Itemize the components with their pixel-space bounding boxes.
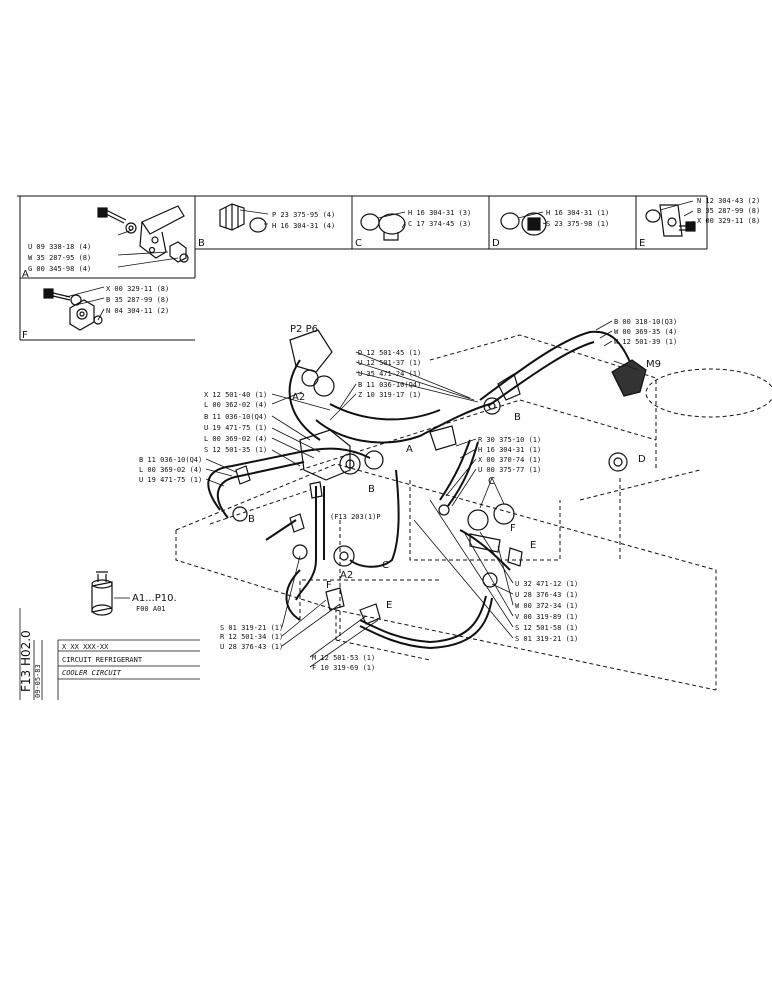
marker-c-right: C bbox=[488, 476, 495, 487]
marker-a2-bottom: A2 bbox=[340, 570, 353, 581]
box-a-part-1: U 09 338-18 (4) bbox=[28, 243, 91, 251]
box-e-part-3: X 00 329-11 (8) bbox=[697, 217, 760, 225]
box-f-flange-illustration bbox=[43, 288, 103, 331]
hose-lines bbox=[207, 330, 631, 650]
callout-center-right-4: U 00 375-77 (1) bbox=[478, 466, 541, 474]
callout-bottom-left-3: U 28 376-43 (1) bbox=[220, 643, 283, 651]
callout-left-middle-2: L 00 369-02 (4) bbox=[139, 466, 202, 474]
callout-top-right-3: W 12 501-39 (1) bbox=[614, 338, 677, 346]
box-c-letter: C bbox=[355, 238, 362, 249]
callout-top-center-2: U 12 501-37 (1) bbox=[358, 359, 421, 367]
callout-top-right-2: W 00 369-35 (4) bbox=[614, 328, 677, 336]
box-a-letter: A bbox=[22, 269, 29, 280]
box-d-part-2: S 23 375-98 (1) bbox=[546, 220, 609, 228]
marker-b-left: B bbox=[248, 514, 255, 525]
callout-top-center-4: B 11 036-10(Q4) bbox=[358, 381, 421, 389]
box-b-part-1: P 23 375-95 (4) bbox=[272, 211, 335, 219]
marker-b-upper-right: B bbox=[514, 412, 521, 423]
parts-legend-table bbox=[17, 195, 708, 341]
box-f-part-3: N 04 304-11 (2) bbox=[106, 307, 169, 315]
callout-top-center-3: U 35 471-24 (1) bbox=[358, 370, 421, 378]
callout-bottom-right-1: U 32 471-12 (1) bbox=[515, 580, 578, 588]
marker-ref-f13: (F13 203(1)P bbox=[330, 513, 381, 521]
box-e-flange-illustration bbox=[645, 204, 696, 237]
box-b-part-2: H 16 304-31 (4) bbox=[272, 222, 335, 230]
marker-a: A bbox=[406, 444, 413, 455]
callout-left-upper-1: X 12 501-40 (1) bbox=[204, 391, 267, 399]
chassis-frame bbox=[175, 334, 717, 691]
title-french: CIRCUIT REFRIGERANT bbox=[62, 656, 143, 664]
callout-bottom-right-2: U 28 376-43 (1) bbox=[515, 591, 578, 599]
callout-bottom-right-6: S 01 319-21 (1) bbox=[515, 635, 578, 643]
box-a-part-3: G 00 345-98 (4) bbox=[28, 265, 91, 273]
marker-f-right: F bbox=[510, 523, 516, 534]
box-c-part-2: C 17 374-45 (3) bbox=[408, 220, 471, 228]
box-f-part-2: B 35 287-99 (8) bbox=[106, 296, 169, 304]
callout-left-upper-5: L 00 369-02 (4) bbox=[204, 435, 267, 443]
marker-a2-top: A2 bbox=[292, 392, 305, 403]
box-f-part-1: X 00 329-11 (8) bbox=[106, 285, 169, 293]
box-e-part-1: N 12 304-43 (2) bbox=[697, 197, 760, 205]
marker-a1-p10: A1...P10. bbox=[132, 593, 177, 604]
callout-center-right-3: X 00 370-74 (1) bbox=[478, 456, 541, 464]
callout-bottom-center-2: F 10 319-69 (1) bbox=[312, 664, 375, 672]
marker-f-bottom: F bbox=[326, 580, 332, 591]
callout-left-upper-4: U 19 471-75 (1) bbox=[204, 424, 267, 432]
marker-b-center: B bbox=[368, 484, 375, 495]
marker-c-bottom: C bbox=[382, 560, 389, 571]
marker-f00-a01: F00 A01 bbox=[136, 605, 166, 613]
callout-left-upper-6: S 12 501-35 (1) bbox=[204, 446, 267, 454]
callout-top-center-5: Z 10 319-17 (1) bbox=[358, 391, 421, 399]
callout-top-right-1: B 00 318-10(Q3) bbox=[614, 318, 677, 326]
callout-left-upper-3: B 11 036-10(Q4) bbox=[204, 413, 267, 421]
callout-center-right-1: R 30 375-10 (1) bbox=[478, 436, 541, 444]
callout-bottom-left-2: R 12 501-34 (1) bbox=[220, 633, 283, 641]
callout-center-right-2: H 16 304-31 (1) bbox=[478, 446, 541, 454]
marker-e-right: E bbox=[530, 540, 536, 551]
marker-d: D bbox=[638, 454, 646, 465]
title-english: COOLER CIRCUIT bbox=[62, 669, 122, 677]
box-f-letter: F bbox=[22, 330, 28, 341]
callout-left-middle-1: B 11 036-10(Q4) bbox=[139, 456, 202, 464]
box-b-plug-illustration bbox=[219, 203, 267, 233]
drawing-date: 09-05-83 bbox=[34, 664, 42, 698]
box-b-letter: B bbox=[198, 238, 205, 249]
title-block: F13 H02.0 09-05-83 X XX XXX-XX CIRCUIT R… bbox=[19, 608, 200, 700]
marker-p2-p6: P2 P6 bbox=[290, 324, 318, 335]
page-reference: F13 H02.0 bbox=[19, 630, 33, 692]
callout-top-center-1: D 12 501-45 (1) bbox=[358, 349, 421, 357]
callout-bottom-right-4: V 00 319-89 (1) bbox=[515, 613, 578, 621]
callout-bottom-right-3: W 00 372-34 (1) bbox=[515, 602, 578, 610]
reservoir-outline bbox=[645, 368, 772, 418]
callout-left-upper-2: L 00 362-02 (4) bbox=[204, 401, 267, 409]
marker-e-bottom: E bbox=[386, 600, 392, 611]
drawing-code: X XX XXX-XX bbox=[62, 643, 109, 651]
marker-m9: M9 bbox=[646, 359, 661, 370]
box-e-part-2: B 35 287-99 (8) bbox=[697, 207, 760, 215]
box-c-part-1: H 16 304-31 (3) bbox=[408, 209, 471, 217]
box-e-letter: E bbox=[639, 238, 645, 249]
box-d-letter: D bbox=[492, 238, 500, 249]
box-a-bracket-illustration bbox=[97, 205, 189, 263]
callout-bottom-left-1: S 01 319-21 (1) bbox=[220, 624, 283, 632]
callout-bottom-center-1: M 12 501-53 (1) bbox=[312, 654, 375, 662]
box-c-cap-illustration bbox=[360, 213, 406, 241]
callout-left-middle-3: U 19 471-75 (1) bbox=[139, 476, 202, 484]
box-a-part-2: W 35 287-95 (8) bbox=[28, 254, 91, 262]
callout-bottom-right-5: S 12 501-58 (1) bbox=[515, 624, 578, 632]
box-d-part-1: H 16 304-31 (1) bbox=[546, 209, 609, 217]
leader-lines bbox=[65, 200, 695, 668]
